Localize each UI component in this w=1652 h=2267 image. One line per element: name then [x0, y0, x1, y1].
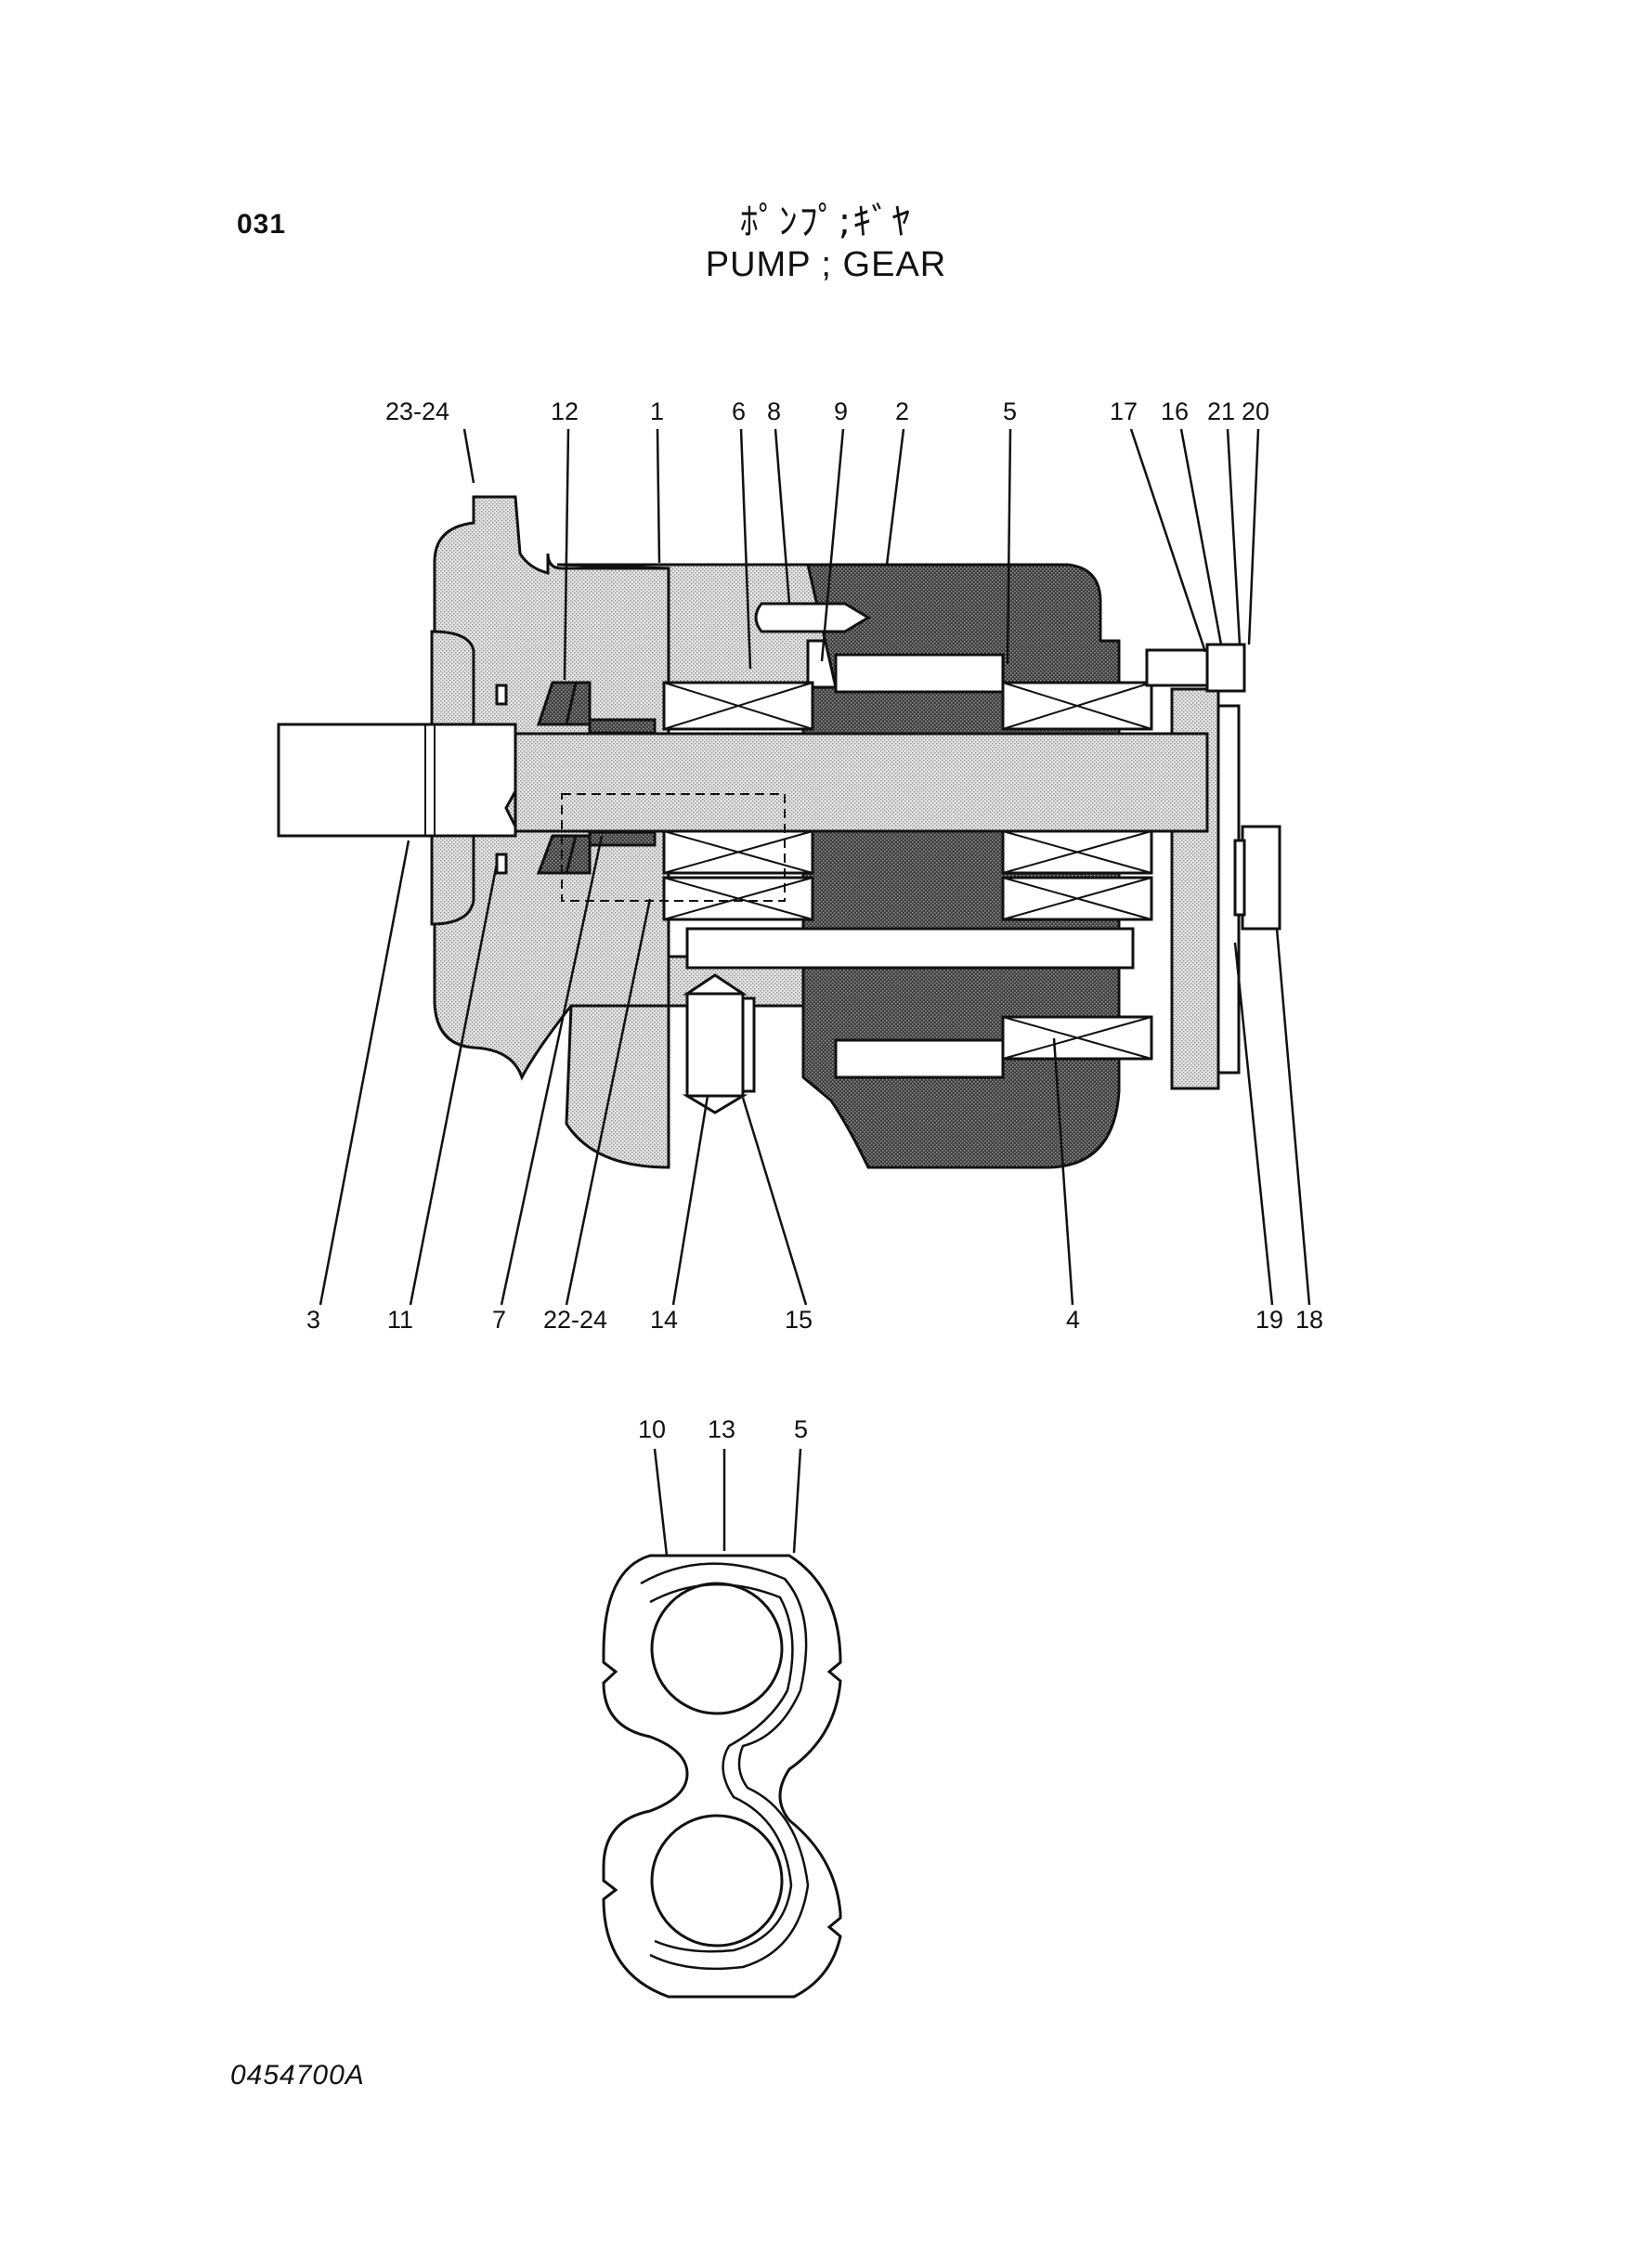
shaft-in-body [514, 732, 1209, 833]
callout-6: 6 [732, 397, 746, 425]
callout-20: 20 [1242, 397, 1269, 425]
washer-15 [741, 997, 756, 1093]
idler-bearing [1001, 1015, 1153, 1061]
callout-12: 12 [551, 397, 579, 425]
leader-lines [319, 428, 1311, 1306]
lower-bearing-front [662, 829, 814, 921]
callout-2: 2 [895, 397, 909, 425]
callouts-top: 23-24 12 1 6 8 9 2 5 17 16 21 20 [385, 397, 1269, 425]
callouts-bottom: 3 11 7 22-24 14 15 4 19 18 [306, 1306, 1323, 1334]
lower-bearing-rear [1001, 829, 1153, 921]
seal-groove [640, 1562, 810, 1971]
snap-ring [495, 684, 508, 706]
upper-bearing-front [662, 681, 814, 731]
gear-lower [834, 1038, 1005, 1079]
callout-22-24: 22-24 [543, 1306, 607, 1334]
callout-17: 17 [1110, 397, 1138, 425]
callout-8: 8 [767, 397, 781, 425]
callout-10: 10 [638, 1415, 666, 1443]
callout-5-detail: 5 [794, 1415, 808, 1443]
callout-21: 21 [1207, 397, 1235, 425]
callout-7: 7 [492, 1306, 506, 1334]
detail-leaders [653, 1448, 802, 1557]
snap-ring-lower [495, 853, 508, 875]
page-code: 031 [237, 209, 287, 240]
gear-bore-upper [650, 1582, 784, 1715]
title-japanese: ﾎﾟﾝﾌﾟ;ｷﾞﾔ [739, 201, 913, 243]
callout-9: 9 [834, 397, 848, 425]
callout-19: 19 [1255, 1306, 1283, 1334]
callout-4: 4 [1066, 1306, 1080, 1334]
drawing-number: 0454700A [230, 2060, 365, 2091]
lower-housing [565, 1004, 670, 1169]
dowel-pin [754, 602, 871, 633]
gear-upper [834, 653, 1005, 694]
oil-seal [536, 681, 657, 875]
callout-1: 1 [650, 397, 664, 425]
cutaway-box [561, 793, 786, 902]
bolt-17 [1145, 648, 1214, 687]
callout-5: 5 [1003, 397, 1017, 425]
plug-18 [1241, 825, 1281, 931]
callout-3: 3 [306, 1306, 320, 1334]
callout-23-24: 23-24 [385, 397, 449, 425]
callout-15: 15 [785, 1306, 813, 1334]
callout-14: 14 [650, 1306, 678, 1334]
pump-cross-section [277, 495, 1281, 1169]
idler-shaft [685, 927, 1135, 970]
wear-plate-detail [602, 1554, 842, 1999]
drive-shaft [277, 723, 517, 838]
gear-bore-lower [650, 1814, 784, 1948]
nut-14 [685, 992, 745, 1098]
callout-18: 18 [1295, 1306, 1323, 1334]
upper-bearing-rear [1001, 681, 1153, 731]
callout-11: 11 [387, 1306, 413, 1334]
callouts-detail: 10 13 5 [638, 1415, 808, 1443]
title-english: PUMP ; GEAR [705, 245, 947, 284]
callout-13: 13 [708, 1415, 735, 1443]
callout-16: 16 [1161, 397, 1189, 425]
